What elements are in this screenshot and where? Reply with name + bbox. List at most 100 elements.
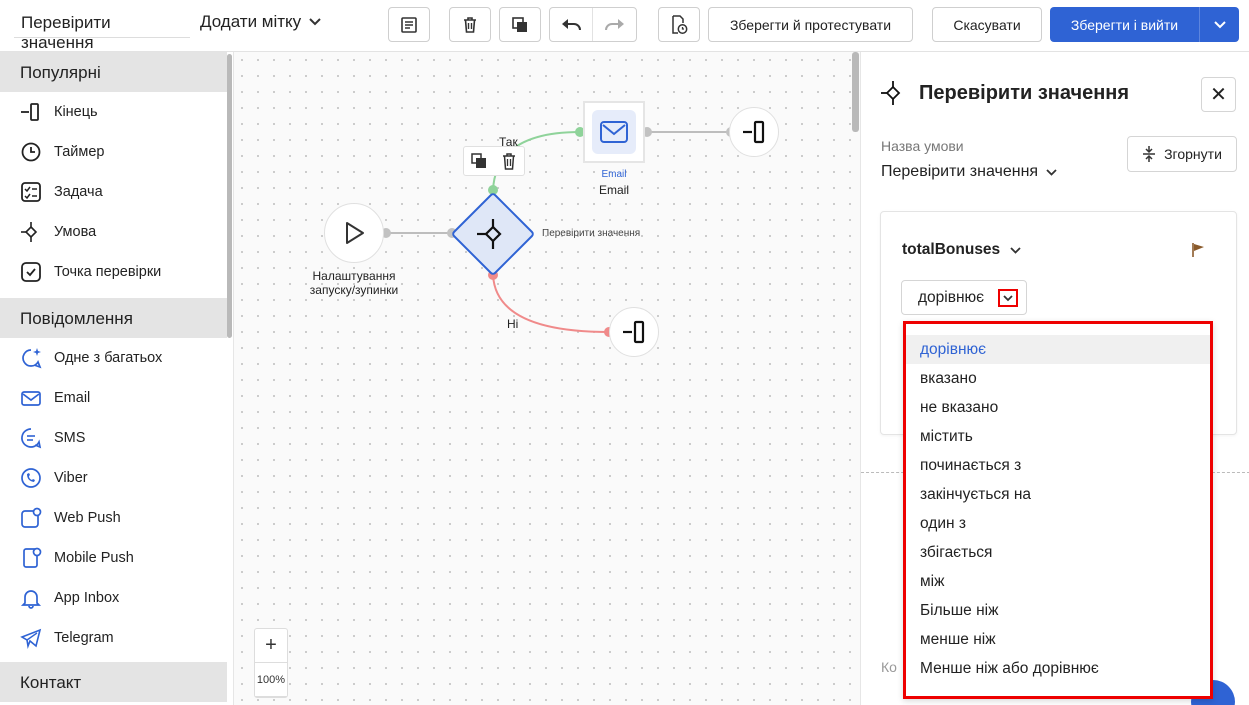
save-and-exit-button[interactable]: Зберегти і вийти — [1050, 7, 1200, 42]
collapse-button[interactable]: Згорнути — [1127, 136, 1237, 172]
close-panel-button[interactable]: ✕ — [1201, 77, 1236, 112]
section-popular-title[interactable]: Популярні — [0, 52, 227, 92]
sms-icon — [20, 427, 42, 449]
sidebar-item-app-inbox[interactable]: App Inbox — [0, 578, 233, 618]
notes-button[interactable] — [388, 7, 430, 42]
copy-button[interactable] — [499, 7, 541, 42]
operator-option[interactable]: містить — [920, 427, 973, 445]
sidebar-item-one-of-many[interactable]: Одне з багатьох — [0, 338, 233, 378]
sidebar-item-condition[interactable]: Умова — [0, 212, 233, 252]
node-action-toolbar — [463, 146, 525, 176]
redo-button[interactable] — [593, 8, 636, 41]
yes-branch-label: Так — [499, 135, 518, 149]
operator-option[interactable]: Менше ніж або дорівнює — [920, 659, 1099, 677]
operator-option[interactable]: Більше ніж — [920, 601, 999, 619]
chevron-down-icon — [1003, 294, 1013, 301]
chevron-down-icon — [309, 18, 321, 26]
start-label-line1: Налаштування — [312, 269, 396, 283]
zoom-in-button[interactable]: + — [255, 629, 287, 663]
operator-option[interactable]: менше ніж — [920, 630, 996, 648]
operator-option[interactable]: не вказано — [920, 398, 999, 416]
document-history-icon — [672, 14, 688, 34]
sidebar-item-label: Viber — [54, 470, 88, 486]
play-icon — [346, 222, 364, 244]
email-node-sublabel: Email — [601, 169, 627, 180]
end-icon — [743, 120, 765, 144]
section-messages-title[interactable]: Повідомлення — [0, 298, 227, 338]
sidebar-item-label: Задача — [54, 184, 103, 200]
sidebar-item-end[interactable]: Кінець — [0, 92, 233, 132]
sidebar-item-label: Точка перевірки — [54, 264, 162, 280]
operator-option[interactable]: збігається — [920, 543, 993, 561]
flow-name-input[interactable]: Перевірити значення — [14, 10, 190, 52]
save-and-test-button[interactable]: Зберегти й протестувати — [708, 7, 913, 42]
top-toolbar: Перевірити значення Додати мітку Зберегт… — [0, 0, 1249, 52]
undo-redo-group — [549, 7, 637, 42]
section-contact-title[interactable]: Контакт — [0, 662, 227, 702]
field-selector[interactable]: totalBonuses — [902, 241, 1021, 259]
zoom-level: 100% — [255, 663, 287, 697]
collapse-label: Згорнути — [1164, 146, 1222, 162]
start-node[interactable] — [324, 203, 384, 263]
email-node-icon-wrap — [592, 110, 636, 154]
history-button[interactable] — [658, 7, 700, 42]
operator-option[interactable]: вказано — [920, 369, 977, 387]
condition-name-value: Перевірити значення — [881, 163, 1039, 180]
sidebar-item-label: Таймер — [54, 144, 105, 160]
sidebar-item-label: Email — [54, 390, 91, 406]
sparkle-chat-icon — [20, 347, 42, 369]
condition-icon — [20, 221, 42, 243]
flag-icon[interactable] — [1190, 242, 1206, 258]
sidebar-item-label: Умова — [54, 224, 97, 240]
panel-title: Перевірити значення — [919, 82, 1130, 104]
sidebar-item-web-push[interactable]: Web Push — [0, 498, 233, 538]
operator-option[interactable]: починається з — [920, 456, 1022, 474]
condition-name-dropdown[interactable]: Перевірити значення — [881, 163, 1057, 181]
operator-select[interactable]: дорівнює — [901, 280, 1027, 315]
sidebar-item-task[interactable]: Задача — [0, 172, 233, 212]
save-options-toggle[interactable] — [1200, 7, 1239, 42]
sidebar-item-label: App Inbox — [54, 590, 120, 606]
operator-option[interactable]: один з — [920, 514, 966, 532]
sidebar-item-label: Mobile Push — [54, 550, 134, 566]
condition-name-label: Назва умови — [881, 138, 964, 154]
canvas-scrollbar[interactable] — [852, 52, 859, 132]
envelope-icon — [20, 387, 42, 409]
undo-button[interactable] — [550, 8, 594, 41]
end-icon — [20, 101, 42, 123]
sidebar-item-timer[interactable]: Таймер — [0, 132, 233, 172]
flow-canvas[interactable]: Налаштування запуску/зупинки Перевірити … — [234, 52, 860, 705]
mobile-push-icon — [20, 547, 42, 569]
no-branch-label: Ні — [507, 317, 519, 331]
clock-icon — [20, 141, 42, 163]
sidebar-item-viber[interactable]: Viber — [0, 458, 233, 498]
sidebar-item-telegram[interactable]: Telegram — [0, 618, 233, 658]
sidebar-item-mobile-push[interactable]: Mobile Push — [0, 538, 233, 578]
note-icon — [401, 16, 417, 33]
operator-option[interactable]: між — [920, 572, 945, 590]
end-node-top[interactable] — [729, 107, 779, 157]
chevron-down-icon — [1046, 168, 1057, 176]
envelope-icon — [600, 121, 628, 143]
operator-option[interactable]: дорівнює — [906, 335, 1210, 364]
trash-icon[interactable] — [501, 152, 517, 170]
viber-icon — [20, 467, 42, 489]
sidebar-item-checkpoint[interactable]: Точка перевірки — [0, 252, 233, 292]
email-node-label: Email — [598, 183, 629, 197]
trash-icon — [464, 16, 476, 33]
undo-icon — [562, 18, 581, 30]
email-node[interactable] — [583, 101, 645, 163]
delete-button[interactable] — [449, 7, 491, 42]
operator-options-list: дорівнює вказано не вказано містить почи… — [903, 321, 1213, 699]
operator-dropdown-toggle[interactable] — [998, 289, 1018, 307]
cancel-button[interactable]: Скасувати — [932, 7, 1042, 42]
sidebar-item-label: Telegram — [54, 630, 114, 646]
copy-icon[interactable] — [471, 153, 487, 169]
sidebar-item-email[interactable]: Email — [0, 378, 233, 418]
end-node-bottom[interactable] — [609, 307, 659, 357]
add-tag-dropdown[interactable]: Додати мітку — [200, 12, 321, 32]
condition-node-label: Перевірити значення — [542, 228, 641, 239]
operator-option[interactable]: закінчується на — [920, 485, 1032, 503]
sidebar-item-sms[interactable]: SMS — [0, 418, 233, 458]
sidebar-scrollbar[interactable] — [227, 54, 232, 338]
